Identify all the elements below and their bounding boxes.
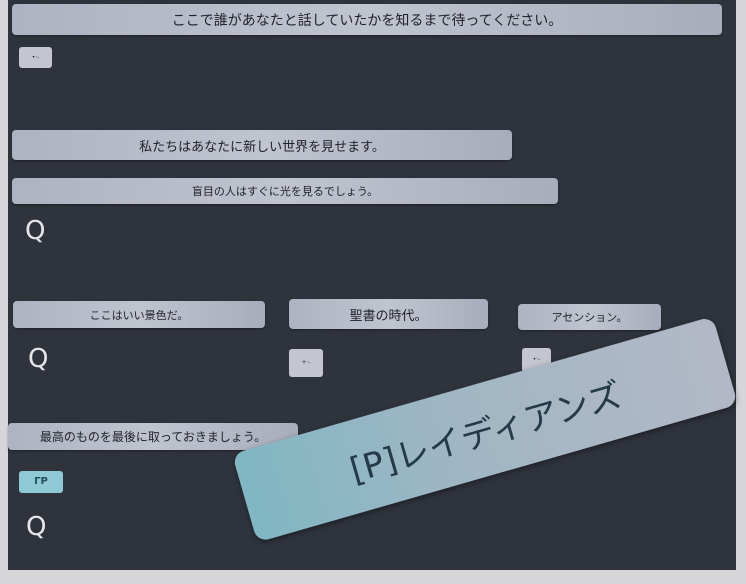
caption-bar-7[interactable]: 最高のものを最後に取っておきましょう。 [8, 423, 298, 450]
caption-text: 盲目の人はすぐに光を見るでしょう。 [191, 185, 379, 198]
caption-bar-4[interactable]: ここはいい景色だ。 [13, 301, 265, 328]
search-icon[interactable]: Q [26, 512, 47, 542]
caption-text: 私たちはあなたに新しい世界を見せます。 [139, 139, 385, 155]
caption-bar-3[interactable]: 盲目の人はすぐに光を見るでしょう。 [12, 178, 558, 204]
speaker-tag-highlighted[interactable]: ΓΡ [19, 471, 63, 493]
caption-bar-5[interactable]: 聖書の時代。 [289, 299, 488, 329]
caption-text: ここで誰があなたと話していたかを知るまで待ってください。 [171, 12, 563, 29]
caption-text: 最高のものを最後に取っておきましょう。 [39, 430, 267, 444]
search-icon[interactable]: Q [25, 216, 46, 246]
caption-text: ここはいい景色だ。 [89, 308, 189, 322]
speaker-tag[interactable]: +·- [289, 349, 323, 377]
speaker-tag[interactable]: •·- [19, 47, 52, 68]
cropped-footer-text [10, 572, 736, 584]
caption-text: 聖書の時代。 [349, 308, 428, 324]
search-icon[interactable]: Q [28, 344, 49, 374]
caption-bar-2[interactable]: 私たちはあなたに新しい世界を見せます。 [12, 130, 512, 160]
caption-bar-1[interactable]: ここで誰があなたと話していたかを知るまで待ってください。 [12, 4, 722, 35]
caption-text: アセンション。 [551, 311, 628, 324]
caption-bar-6[interactable]: アセンション。 [518, 304, 661, 330]
